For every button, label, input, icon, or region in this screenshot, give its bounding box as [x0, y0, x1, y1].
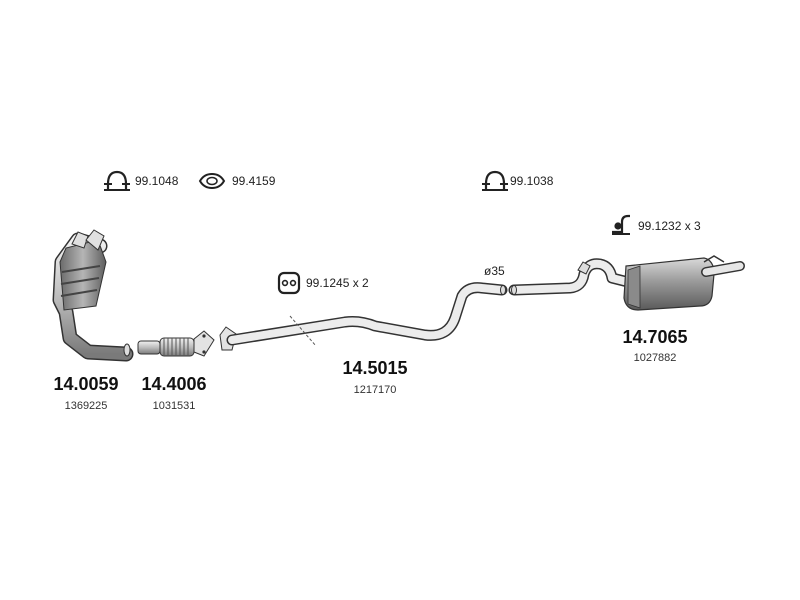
- part-reference: 1027882: [633, 352, 677, 364]
- rear-silencer: [508, 255, 745, 311]
- accessory-code: 99.4159: [232, 174, 276, 188]
- part-number: 14.7065: [622, 327, 688, 347]
- part-number: 14.0059: [53, 374, 119, 394]
- accessory-code: 99.1245 x 2: [306, 276, 369, 290]
- part-number: 14.5015: [342, 358, 408, 378]
- accessory-code: 99.1038: [510, 174, 554, 188]
- part-number: 14.4006: [141, 374, 207, 394]
- part-reference: 1369225: [64, 400, 108, 412]
- bracket-hanger-icon: [612, 214, 630, 235]
- u-clamp-icon: [104, 170, 130, 191]
- rubber-hanger-icon: [277, 271, 301, 295]
- accessory-code: 99.1232 x 3: [638, 219, 701, 233]
- pipe-diameter-label: ø35: [484, 264, 505, 278]
- middle-pipe: [219, 282, 508, 351]
- gasket-ring-icon: [198, 172, 226, 190]
- flexible-pipe: [137, 330, 215, 357]
- part-reference: 1031531: [152, 400, 196, 412]
- front-pipe-catalyst: [52, 229, 134, 362]
- u-clamp-icon: [482, 170, 508, 191]
- part-reference: 1217170: [353, 384, 397, 396]
- accessory-code: 99.1048: [135, 174, 179, 188]
